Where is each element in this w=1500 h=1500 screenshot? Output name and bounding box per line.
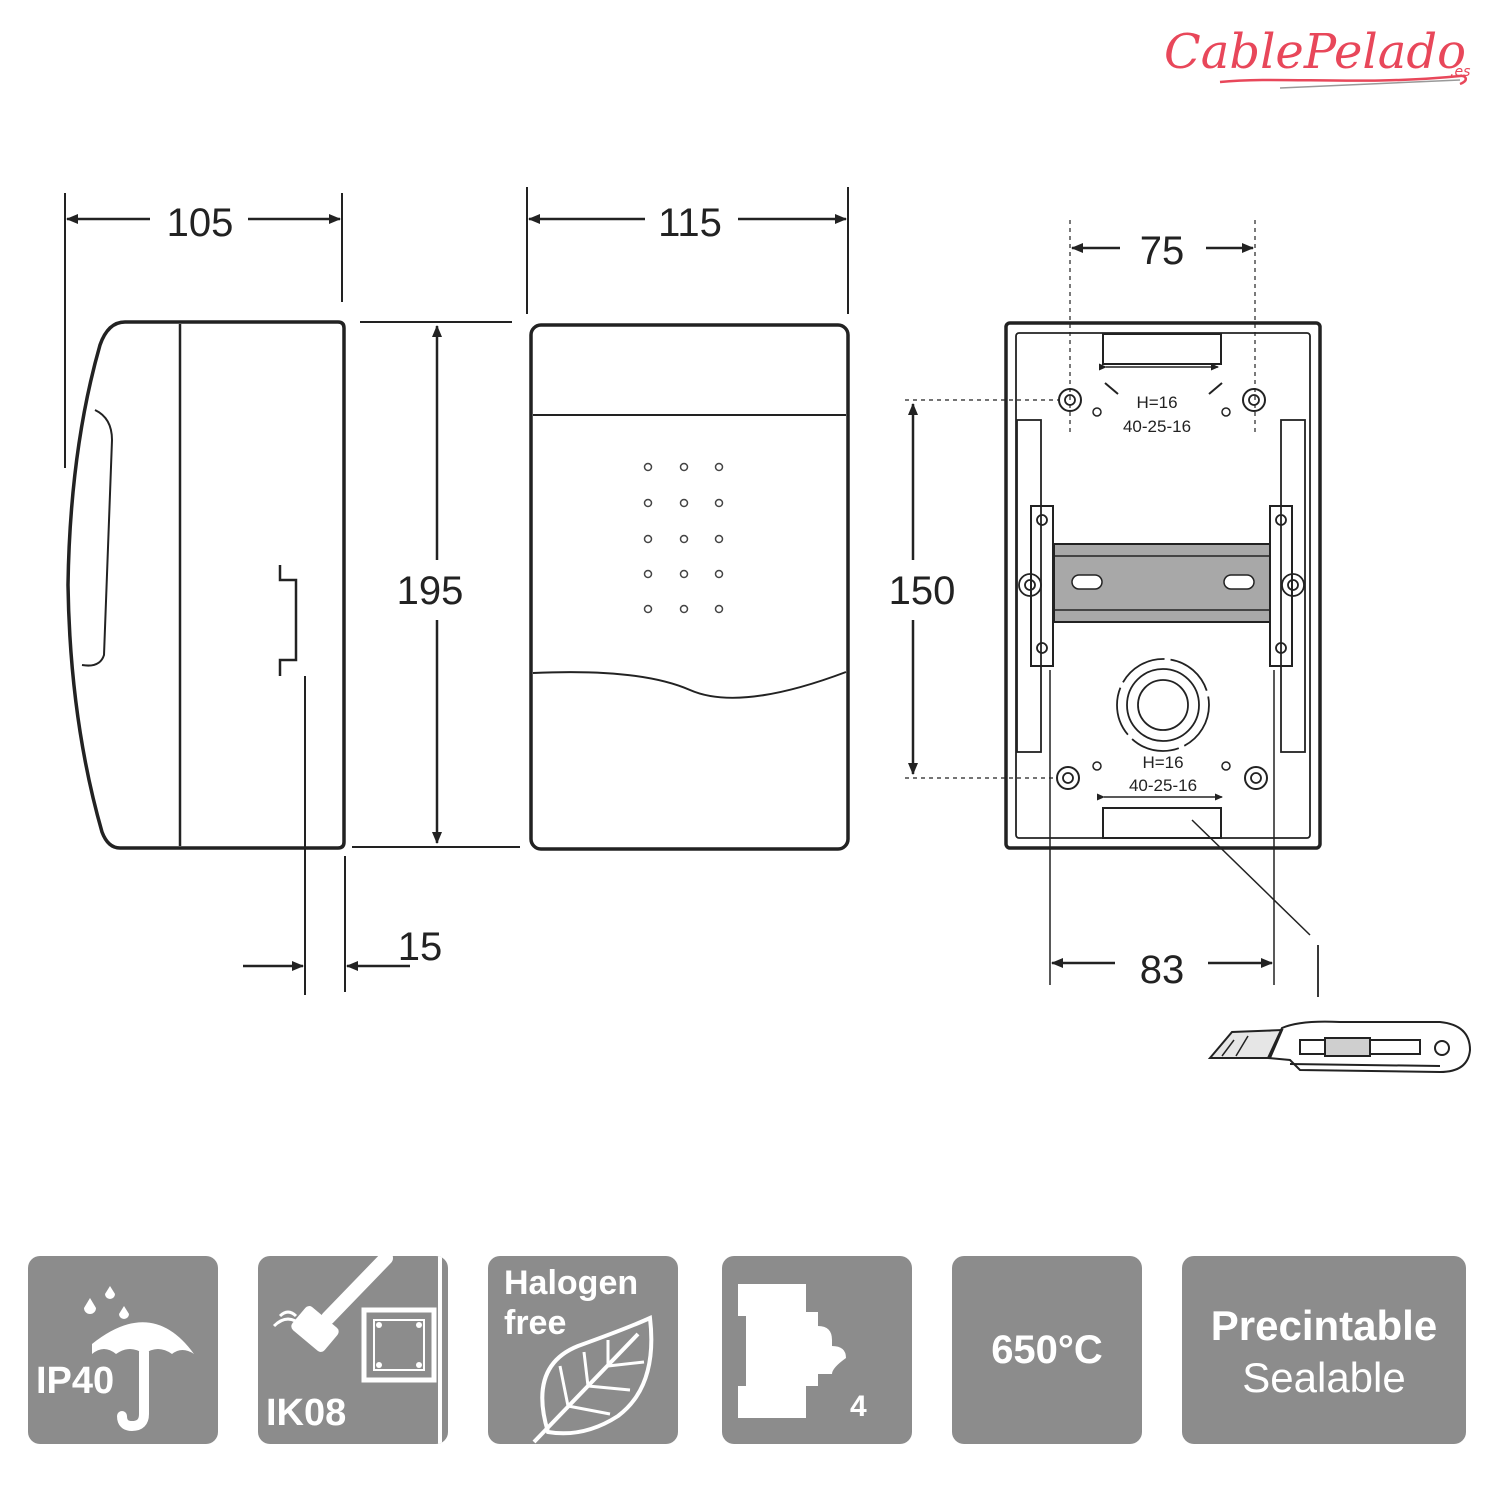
badge-ik08: IK08 xyxy=(258,1256,448,1444)
vent-holes xyxy=(643,462,724,614)
badge-halogen-line1: Halogen xyxy=(504,1264,639,1302)
badge-ip40-label: IP40 xyxy=(36,1360,115,1402)
badge-halogen-line2: free xyxy=(504,1304,567,1342)
badge-modules-label: 4 xyxy=(850,1390,867,1423)
brand-logo: CablePelado .es xyxy=(1160,6,1480,96)
vent-hole xyxy=(679,462,689,472)
vent-hole xyxy=(643,534,653,544)
badge-sealable-line2: Sealable xyxy=(1242,1354,1406,1401)
badge-halogen-free: Halogen free xyxy=(488,1256,678,1444)
vent-hole xyxy=(714,462,724,472)
vent-hole xyxy=(714,534,724,544)
technical-drawing: 105 15 195 115 xyxy=(64,187,1472,1074)
vent-hole xyxy=(643,498,653,508)
vent-hole xyxy=(679,498,689,508)
leaf-icon xyxy=(532,1315,654,1444)
badge-ik08-label: IK08 xyxy=(266,1392,347,1434)
vent-hole xyxy=(679,534,689,544)
badge-modules: 4 xyxy=(722,1256,912,1444)
vent-hole xyxy=(714,604,724,614)
front-view xyxy=(526,187,850,851)
dim-front-width: 115 xyxy=(658,201,722,245)
dim-back-height: 150 xyxy=(889,569,956,613)
vent-hole xyxy=(643,569,653,579)
vent-hole xyxy=(679,604,689,614)
knockout-top-h-label: H=16 xyxy=(1136,393,1177,412)
brand-logo-wordmark: CablePelado xyxy=(1164,24,1466,80)
utility-knife-icon xyxy=(1207,1020,1472,1074)
badge-sealable-line1: Precintable xyxy=(1210,1302,1438,1349)
vent-hole xyxy=(714,569,724,579)
height-dimension xyxy=(352,321,520,848)
badge-temperature: 650°C xyxy=(952,1256,1142,1444)
badge-ip40: IP40 xyxy=(28,1256,218,1444)
dim-back-bottom-width: 83 xyxy=(1140,948,1185,992)
badge-temperature-label: 650°C xyxy=(991,1328,1103,1372)
knockout-bottom-h-label: H=16 xyxy=(1142,753,1183,772)
knockout-top-sizes-label: 40-25-16 xyxy=(1123,417,1191,436)
badge-sealable: Precintable Sealable xyxy=(1182,1256,1466,1444)
hammer-impact-icon xyxy=(272,1256,442,1444)
umbrella-rain-icon xyxy=(84,1286,194,1432)
vent-hole xyxy=(679,569,689,579)
knockout-bottom-sizes-label: 40-25-16 xyxy=(1129,776,1197,795)
vent-hole xyxy=(714,498,724,508)
side-view xyxy=(64,193,410,995)
vent-hole xyxy=(643,604,653,614)
dim-side-depth: 105 xyxy=(167,201,234,245)
dim-height: 195 xyxy=(397,569,464,613)
dim-back-top-width: 75 xyxy=(1140,229,1185,273)
breaker-module-icon xyxy=(738,1284,846,1418)
vent-hole xyxy=(643,462,653,472)
dim-rail-offset: 15 xyxy=(398,925,443,969)
back-view xyxy=(905,220,1322,997)
